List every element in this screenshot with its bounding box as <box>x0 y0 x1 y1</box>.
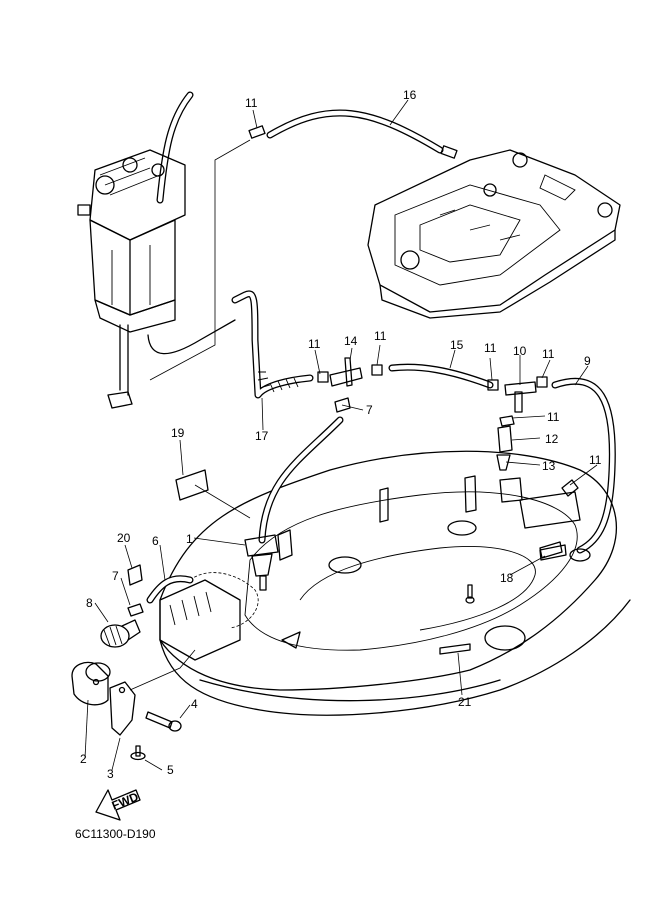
cap-2 <box>71 661 111 706</box>
callout-11g: 11 <box>589 453 602 467</box>
callout-7a: 7 <box>112 569 119 583</box>
callout-11e: 11 <box>542 347 555 361</box>
diagram-code: 6C11300-D190 <box>75 827 156 841</box>
callout-9: 9 <box>584 354 591 368</box>
bolt-4 <box>145 711 182 732</box>
callout-18: 18 <box>500 571 514 585</box>
joint-14 <box>317 357 383 387</box>
callout-10: 10 <box>513 344 527 358</box>
bracket-3 <box>109 681 136 736</box>
hose-16 <box>248 109 458 159</box>
callout-14: 14 <box>344 334 358 348</box>
hose-15 <box>388 363 494 389</box>
callout-5: 5 <box>167 763 174 777</box>
callout-15: 15 <box>450 338 464 352</box>
label-19-plate <box>175 469 209 501</box>
callout-11d: 11 <box>484 341 497 355</box>
callout-17: 17 <box>255 429 269 443</box>
joint-10 <box>487 376 548 413</box>
callout-16: 16 <box>403 88 417 102</box>
callout-19: 19 <box>171 426 185 440</box>
hose-17 <box>231 290 314 399</box>
hose-6 <box>146 575 194 604</box>
fwd-label: FWD <box>110 789 141 812</box>
callout-8: 8 <box>86 596 93 610</box>
label-18-plate <box>539 541 563 559</box>
callout-11f: 11 <box>547 410 560 424</box>
fwd-arrow: FWD <box>95 789 141 821</box>
callout-13: 13 <box>542 459 556 473</box>
callout-11c: 11 <box>374 329 387 343</box>
parts-12-13 <box>496 415 515 471</box>
label-20-plate <box>127 564 143 586</box>
callout-11b: 11 <box>308 337 321 351</box>
callout-1: 1 <box>186 532 193 546</box>
screw-5 <box>130 745 146 761</box>
hose-1 <box>244 397 351 591</box>
bottom-cowling <box>159 450 631 716</box>
callout-11a: 11 <box>245 96 258 110</box>
callout-2: 2 <box>80 752 87 766</box>
engine-base <box>367 149 621 319</box>
callout-4: 4 <box>191 697 198 711</box>
callout-7b: 7 <box>366 403 373 417</box>
callout-6: 6 <box>152 534 159 548</box>
plug-8 <box>100 619 141 648</box>
callout-21: 21 <box>458 695 472 709</box>
hose-9 <box>551 377 616 554</box>
callout-3: 3 <box>107 767 114 781</box>
leader-lines <box>84 99 598 771</box>
vapor-separator-assembly <box>77 91 236 409</box>
callout-20: 20 <box>117 531 131 545</box>
callouts: 1 2 3 4 5 6 7 7 8 9 10 11 11 11 11 11 11… <box>80 88 602 781</box>
callout-12: 12 <box>545 432 559 446</box>
